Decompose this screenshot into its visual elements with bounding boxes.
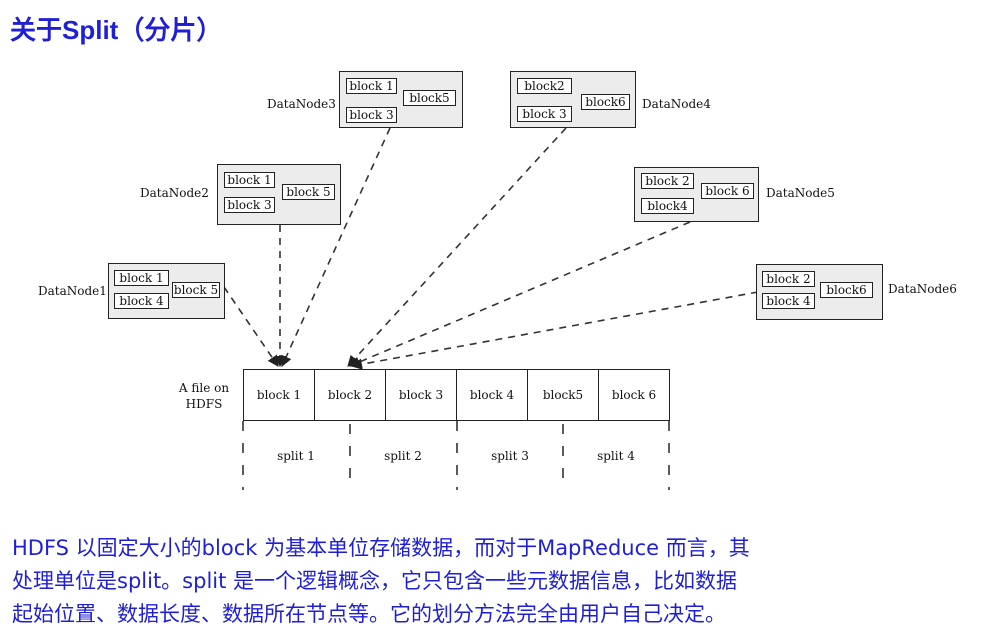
split-label-1: split 1 xyxy=(277,449,315,463)
datanode2-block-b: block 3 xyxy=(224,197,275,213)
datanode2-label: DataNode2 xyxy=(140,186,209,200)
slide-title: 关于Split（分片） xyxy=(10,15,223,45)
file-block-4: block 4 xyxy=(457,370,528,420)
file-label-line1: A file on xyxy=(178,381,230,395)
file-label: A file on HDFS xyxy=(166,380,242,412)
description-line-3: 起始位置、数据长度、数据所在节点等。它的划分方法完全由用户自己决定。 xyxy=(12,602,726,626)
datanode1-block-b: block 4 xyxy=(114,293,169,309)
description: HDFS 以固定大小的block 为基本单位存储数据，而对于MapReduce … xyxy=(12,532,987,631)
file-label-line2: HDFS xyxy=(185,397,223,411)
file-block-3: block 3 xyxy=(386,370,457,420)
datanode3-block-b: block 3 xyxy=(346,107,397,123)
split-label-4: split 4 xyxy=(597,449,635,463)
datanode1: block 1 block 4 block 5 xyxy=(108,263,225,319)
datanode6-block-c: block6 xyxy=(820,282,873,298)
datanode1-block-c: block 5 xyxy=(172,282,220,298)
datanode1-label: DataNode1 xyxy=(38,284,107,298)
link-datanode1-block1 xyxy=(223,286,279,367)
datanode6-label: DataNode6 xyxy=(888,282,957,296)
datanode3-block-a: block 1 xyxy=(346,78,397,94)
split-label-2: split 2 xyxy=(384,449,422,463)
link-datanode4-block2 xyxy=(347,127,567,367)
datanode2-block-a: block 1 xyxy=(224,172,275,188)
datanode6-block-b: block 4 xyxy=(762,293,815,309)
link-datanode5-block2 xyxy=(348,221,691,368)
datanode4-block-b: block 3 xyxy=(517,106,572,122)
datanode5-label: DataNode5 xyxy=(766,186,835,200)
datanode5-block-a: block 2 xyxy=(641,173,694,189)
link-datanode3-block1 xyxy=(281,127,391,368)
datanode2: block 1 block 3 block 5 xyxy=(217,164,341,225)
description-line-1: HDFS 以固定大小的block 为基本单位存储数据，而对于MapReduce … xyxy=(12,536,750,560)
datanode3: block 1 block 3 block5 xyxy=(339,71,463,128)
split-label-3: split 3 xyxy=(491,449,529,463)
datanode4-block-c: block6 xyxy=(581,94,630,110)
datanode4: block2 block 3 block6 xyxy=(510,71,636,128)
datanode1-block-a: block 1 xyxy=(114,270,169,286)
file-block-2: block 2 xyxy=(315,370,386,420)
datanode3-block-c: block5 xyxy=(403,90,456,106)
hdfs-file: block 1 block 2 block 3 block 4 block5 b… xyxy=(243,369,670,421)
file-block-1: block 1 xyxy=(244,370,315,420)
datanode4-block-a: block2 xyxy=(517,78,572,94)
file-block-5: block5 xyxy=(528,370,599,420)
datanode5-block-c: block 6 xyxy=(701,183,754,199)
datanode5-block-b: block4 xyxy=(641,198,694,214)
link-datanode6-block2 xyxy=(350,291,759,370)
datanode4-label: DataNode4 xyxy=(642,97,711,111)
description-line-2: 处理单位是split。split 是一个逻辑概念，它只包含一些元数据信息，比如数… xyxy=(12,569,738,593)
datanode6: block 2 block 4 block6 xyxy=(756,264,883,320)
datanode5: block 2 block4 block 6 xyxy=(634,167,759,222)
datanode6-block-a: block 2 xyxy=(762,271,815,287)
datanode2-block-c: block 5 xyxy=(282,184,335,200)
datanode3-label: DataNode3 xyxy=(267,97,336,111)
file-block-6: block 6 xyxy=(599,370,670,420)
